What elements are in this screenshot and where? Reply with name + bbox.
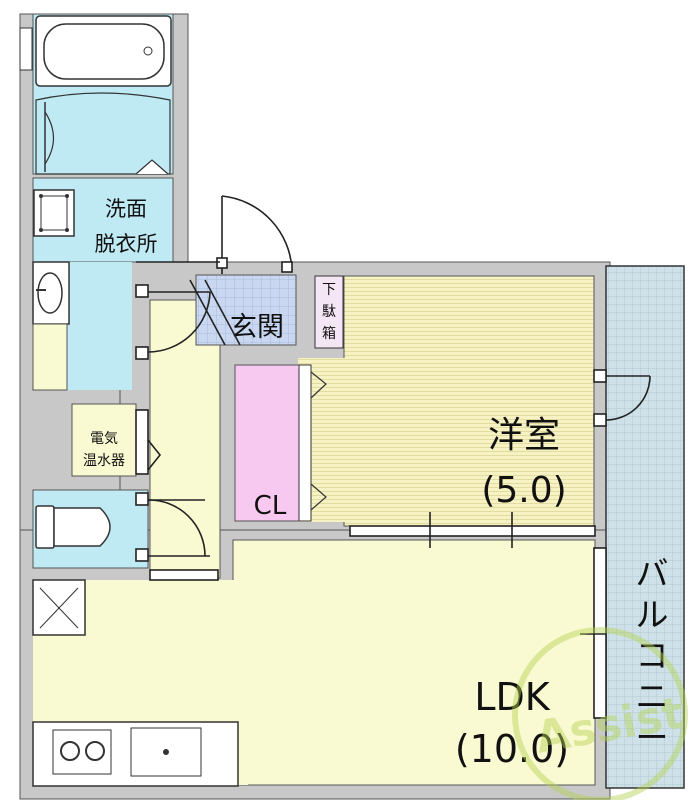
balcony: バ ル コ ニ ー	[605, 265, 685, 789]
shoe-box-char-3: 箱	[322, 326, 336, 342]
entrance: 玄関	[195, 274, 297, 346]
balcony-char-5: ー	[636, 718, 669, 757]
doors	[135, 195, 651, 719]
washroom-label-line1: 洗面	[105, 197, 147, 221]
balcony-char-4: ニ	[636, 677, 669, 716]
water-heater-label-line2: 温水器	[83, 453, 125, 469]
water-heater-label-line1: 電気	[90, 431, 118, 447]
closet-label: CL	[254, 491, 287, 521]
shoe-box-char-2: 駄	[322, 304, 336, 320]
western-room-label: 洋室	[488, 415, 560, 456]
shoe-box-char-1: 下	[322, 282, 336, 298]
ldk-size: (10.0)	[455, 727, 569, 771]
western-room-size: (5.0)	[481, 470, 566, 511]
toilet-room	[32, 489, 149, 569]
hallway	[149, 299, 221, 579]
shoe-box: 下 駄 箱	[314, 275, 344, 349]
kitchen-counter	[32, 579, 239, 787]
bathroom	[19, 13, 174, 175]
entrance-label: 玄関	[230, 312, 284, 343]
balcony-char-2: ル	[636, 595, 669, 634]
washroom-label-line2: 脱衣所	[95, 232, 158, 256]
washroom: 洗面 脱衣所	[32, 177, 174, 391]
balcony-char-3: コ	[636, 636, 669, 675]
ldk-label: LDK	[474, 675, 550, 719]
water-heater: 電気 温水器	[71, 403, 137, 477]
balcony-char-1: バ	[636, 554, 669, 593]
closet: CL	[234, 364, 327, 522]
